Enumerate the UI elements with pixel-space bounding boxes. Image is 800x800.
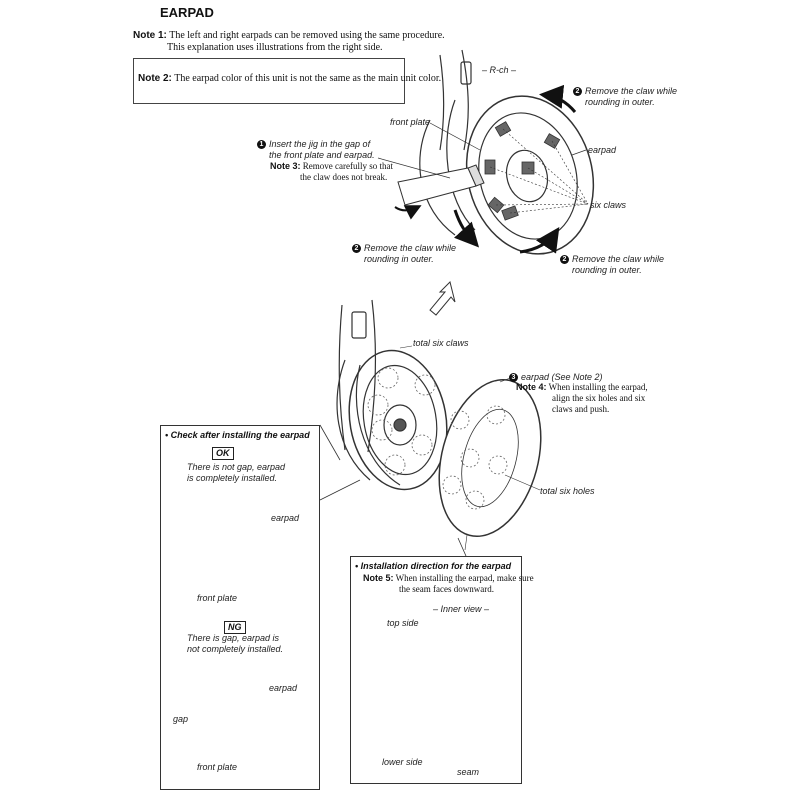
note4-line3: claws and push. xyxy=(552,404,610,414)
install-panel-heading: • Installation direction for the earpad xyxy=(355,561,512,571)
seam-label: seam xyxy=(457,767,480,777)
note4-label: Note 4: xyxy=(516,382,547,392)
lower-side-label: lower side xyxy=(382,757,423,767)
note2-text: The earpad color of this unit is not the… xyxy=(174,73,442,84)
top-headphone-drawing xyxy=(419,49,595,255)
step2-left-line2: rounding in outer. xyxy=(364,254,434,264)
middle-leaders xyxy=(399,345,541,551)
step2-upper-line2: rounding in outer. xyxy=(585,97,655,107)
note3-label: Note 3: xyxy=(270,161,301,171)
ng-earpad-label: earpad xyxy=(269,683,298,693)
ok-earpad-label: earpad xyxy=(271,513,300,523)
front-plate-label-top: front plate xyxy=(390,117,431,127)
step2-number-1: 2 xyxy=(573,87,582,96)
step1-line1: Insert the jig in the gap of xyxy=(269,139,371,149)
note4: Note 4: When installing the earpad, alig… xyxy=(516,382,648,415)
note5-line1: When installing the earpad, make sure xyxy=(395,573,534,583)
ok-front-plate-label: front plate xyxy=(197,593,238,603)
ng-description: There is gap, earpad is not completely i… xyxy=(187,633,283,655)
step2-left-line1: Remove the claw while xyxy=(364,243,457,253)
step2-number-2: 2 xyxy=(352,244,361,253)
ok-tag: OK xyxy=(212,447,234,460)
check-panel: • Check after installing the earpad OK T… xyxy=(160,425,320,790)
middle-claw-circles xyxy=(367,367,436,476)
step2-right-line2: rounding in outer. xyxy=(572,265,642,275)
down-arrow xyxy=(429,281,456,316)
top-side-label: top side xyxy=(387,618,419,628)
ng-line1: There is gap, earpad is xyxy=(187,633,280,643)
panel-connectors xyxy=(319,424,467,557)
jig-tool xyxy=(397,164,485,206)
page-title: EARPAD xyxy=(160,5,214,20)
total-six-claws-label: total six claws xyxy=(413,338,469,348)
earpad-see-note: earpad (See Note 2) xyxy=(521,372,603,382)
note5-label: Note 5: xyxy=(363,573,394,583)
note5-line2: the seam faces downward. xyxy=(399,584,494,594)
step2-number-3: 2 xyxy=(560,255,569,264)
ok-line2: is completely installed. xyxy=(187,473,278,483)
middle-hole-circles xyxy=(442,405,508,510)
ok-line1: There is not gap, earpad xyxy=(187,462,286,472)
step1-line2: the front plate and earpad. xyxy=(269,150,375,160)
ng-tag: NG xyxy=(224,621,246,634)
note5: Note 5: When installing the earpad, make… xyxy=(363,573,534,595)
note2-label: Note 2: xyxy=(138,73,172,84)
step3-number: 3 xyxy=(509,373,518,382)
note3-line2: the claw does not break. xyxy=(300,172,388,182)
note1-line1: The left and right earpads can be remove… xyxy=(169,30,445,41)
middle-headphone-drawing xyxy=(336,299,448,491)
claw-leaders xyxy=(489,128,589,214)
rch-label: – R-ch – xyxy=(482,65,517,75)
step1-number: 1 xyxy=(257,140,266,149)
top-leaders xyxy=(377,122,587,179)
note1-label: Note 1: xyxy=(133,30,167,41)
rotation-arrows xyxy=(394,84,577,254)
note3-line1: Remove carefully so that xyxy=(302,161,393,171)
note-1: Note 1: The left and right earpads can b… xyxy=(133,30,445,54)
ok-description: There is not gap, earpad is completely i… xyxy=(187,462,285,484)
note1-line2: This explanation uses illustrations from… xyxy=(167,42,383,53)
ng-line2: not completely installed. xyxy=(187,644,284,654)
install-panel: • Installation direction for the earpad … xyxy=(350,556,534,784)
step2-upper-line1: Remove the claw while xyxy=(585,86,678,96)
total-six-holes-label: total six holes xyxy=(540,486,595,496)
note-2-box: Note 2: The earpad color of this unit is… xyxy=(133,58,441,104)
gap-label: gap xyxy=(173,714,189,724)
inner-view-label: – Inner view – xyxy=(433,604,490,614)
six-claws-label: six claws xyxy=(590,200,627,210)
note4-line1: When installing the earpad, xyxy=(548,382,648,392)
middle-earpad-drawing xyxy=(438,378,542,538)
top-claws xyxy=(484,121,561,221)
ng-front-plate-label: front plate xyxy=(197,762,238,772)
check-panel-heading: • Check after installing the earpad xyxy=(165,430,310,440)
note3: Note 3: Remove carefully so that the cla… xyxy=(270,161,393,183)
earpad-label-top: earpad xyxy=(588,145,617,155)
step2-right-line1: Remove the claw while xyxy=(572,254,665,264)
note4-line2: align the six holes and six xyxy=(552,393,646,403)
